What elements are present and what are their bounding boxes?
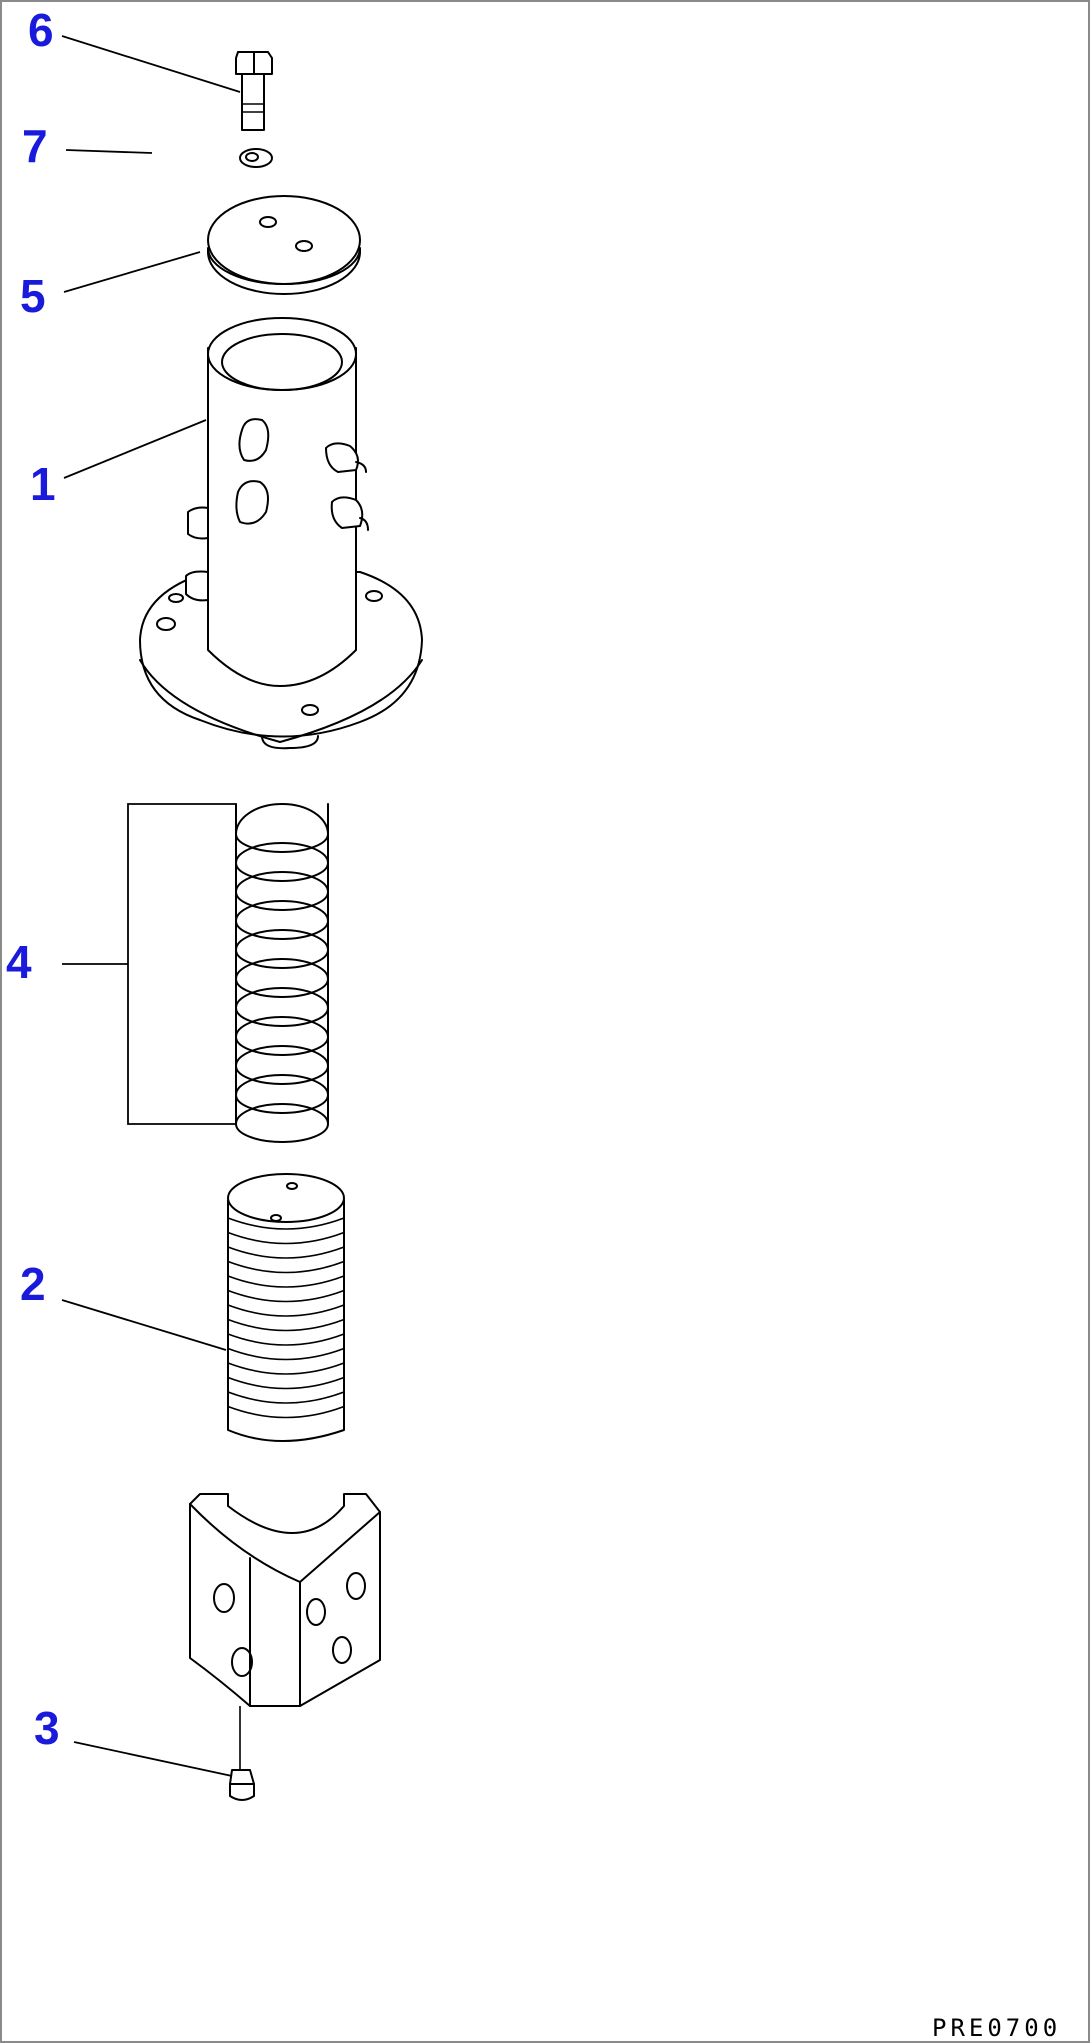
spool-groove [227, 1376, 345, 1390]
spool-groove [227, 1217, 345, 1230]
seal-ring [235, 987, 329, 1027]
seal-ring-stack-sides [235, 803, 329, 1125]
part-5-cover [207, 195, 361, 295]
part-7-washer [239, 148, 273, 168]
callout-7: 7 [22, 120, 48, 172]
spool-groove [227, 1391, 345, 1404]
spool-groove [227, 1362, 345, 1375]
spool-groove [227, 1405, 345, 1419]
callout-2: 2 [20, 1258, 46, 1310]
spool-groove [227, 1246, 345, 1259]
spool-groove [227, 1333, 345, 1346]
callout-5: 5 [20, 270, 46, 322]
part-6-bolt [235, 51, 273, 131]
seal-ring [235, 958, 329, 998]
spool-grooves [227, 1217, 345, 1419]
seal-ring [235, 871, 329, 911]
spool-groove [227, 1289, 345, 1303]
leader-lines [61, 35, 241, 1777]
seal-ring [235, 1016, 329, 1056]
spool-groove [227, 1275, 345, 1288]
seal-ring [235, 1103, 329, 1143]
spool-groove [227, 1347, 345, 1361]
callout-1: 1 [30, 458, 56, 510]
callout-6: 6 [28, 4, 54, 56]
callout-4: 4 [6, 936, 32, 988]
seal-ring [235, 900, 329, 940]
spool-groove [227, 1304, 345, 1317]
seal-ring [235, 803, 329, 853]
seal-ring [235, 842, 329, 882]
seal-ring [235, 1045, 329, 1085]
part-3-plug [229, 1769, 255, 1801]
spool-groove [227, 1260, 345, 1274]
spool-groove [227, 1231, 345, 1245]
seal-ring [235, 1074, 329, 1114]
part-1-housing [139, 317, 423, 750]
part-2-spool [189, 1173, 381, 1770]
drawing-reference-code: PRE0700 [932, 2014, 1061, 2042]
callout-3: 3 [34, 1702, 60, 1754]
part-4-seal-rings [235, 803, 329, 1143]
spool-groove [227, 1318, 345, 1332]
seal-ring [235, 929, 329, 969]
